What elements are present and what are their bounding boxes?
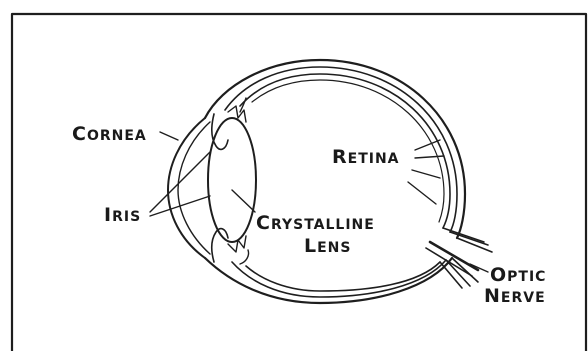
retina-outline [240, 74, 450, 291]
nerve-label: NERVE [484, 285, 546, 307]
retina-leader-1 [415, 140, 440, 150]
choroid-outline [225, 67, 457, 297]
lens-label: LENS [304, 235, 351, 257]
retina-leader-2 [415, 156, 444, 158]
crystalline-label: CRYSTALLINE [256, 212, 375, 234]
lens-leader [232, 190, 255, 212]
iris [212, 98, 249, 264]
retina-label: RETINA [332, 146, 400, 168]
optic-nerve [426, 228, 492, 288]
retina-leader-3 [412, 170, 440, 178]
optic-label: OPTIC [490, 264, 546, 286]
crystalline-lens [208, 118, 256, 242]
sclera-outline [205, 60, 465, 303]
cornea-leader [160, 132, 178, 140]
eyeball [205, 60, 465, 303]
iris-leader-2 [150, 196, 210, 216]
retina-leader-4 [408, 182, 436, 204]
iris-label: IRIS [104, 204, 141, 226]
cornea-label: CORNEA [72, 123, 147, 145]
